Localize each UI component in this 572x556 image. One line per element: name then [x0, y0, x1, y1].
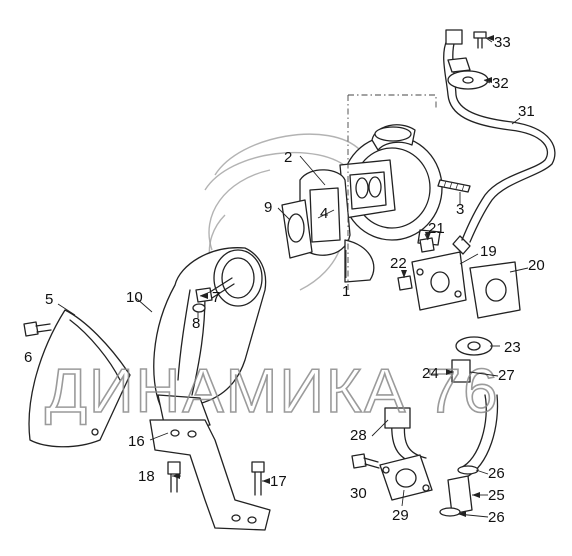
callout-22: 22	[390, 255, 407, 272]
heat-shield	[28, 309, 131, 448]
callout-19: 19	[480, 243, 497, 260]
callout-6: 6	[24, 349, 32, 366]
bolt-30	[351, 453, 380, 469]
bolt-21	[419, 237, 435, 253]
leader-lines	[57, 37, 529, 518]
callout-26-lower: 26	[488, 509, 505, 526]
stud-3	[437, 179, 471, 193]
support-bracket	[149, 419, 271, 531]
callout-5: 5	[45, 291, 53, 308]
callout-23: 23	[504, 339, 521, 356]
drain-flange-19	[411, 251, 467, 311]
callout-25: 25	[488, 487, 505, 504]
washer-8	[192, 303, 206, 313]
callout-26-upper: 26	[488, 465, 505, 482]
callout-1: 1	[342, 283, 350, 300]
callout-10: 10	[126, 289, 143, 306]
exhaust-outlet-pipe	[153, 247, 267, 429]
callout-20: 20	[528, 257, 545, 274]
callout-4: 4	[320, 205, 328, 222]
clamp-26	[439, 465, 479, 517]
callout-9: 9	[264, 199, 272, 216]
flange-29	[379, 454, 433, 501]
callout-33: 33	[494, 34, 511, 51]
callout-31: 31	[518, 103, 535, 120]
callout-32: 32	[492, 75, 509, 92]
turbocharger	[299, 124, 443, 283]
banjo-fitting-32	[447, 57, 489, 90]
callout-3: 3	[456, 201, 464, 218]
callout-7: 7	[212, 289, 220, 306]
bolt-6	[23, 321, 52, 337]
bolt-17	[251, 461, 265, 496]
gasket-20	[469, 261, 521, 319]
callout-17: 17	[270, 473, 287, 490]
callout-2: 2	[284, 149, 292, 166]
callout-28: 28	[350, 427, 367, 444]
callout-8: 8	[192, 315, 200, 332]
callout-27: 27	[498, 367, 515, 384]
assembly-axis-line	[348, 94, 437, 110]
watermark-text: ДИНАМИКА 76	[45, 357, 500, 426]
callout-16: 16	[128, 433, 145, 450]
oil-feed-pipe	[443, 29, 556, 255]
callout-30: 30	[350, 485, 367, 502]
bolt-22	[397, 275, 413, 291]
flange-gasket	[281, 199, 313, 259]
leader-arrows	[172, 35, 494, 517]
callout-21: 21	[428, 220, 445, 237]
callout-18: 18	[138, 468, 155, 485]
hose-25	[447, 475, 473, 515]
callout-24: 24	[422, 365, 439, 382]
callout-29: 29	[392, 507, 409, 524]
bolt-33	[473, 31, 487, 49]
callout-labels: 1 2 3 4 5 6 7 8 9 10 16 17 18 19 20 21 2…	[24, 34, 545, 526]
